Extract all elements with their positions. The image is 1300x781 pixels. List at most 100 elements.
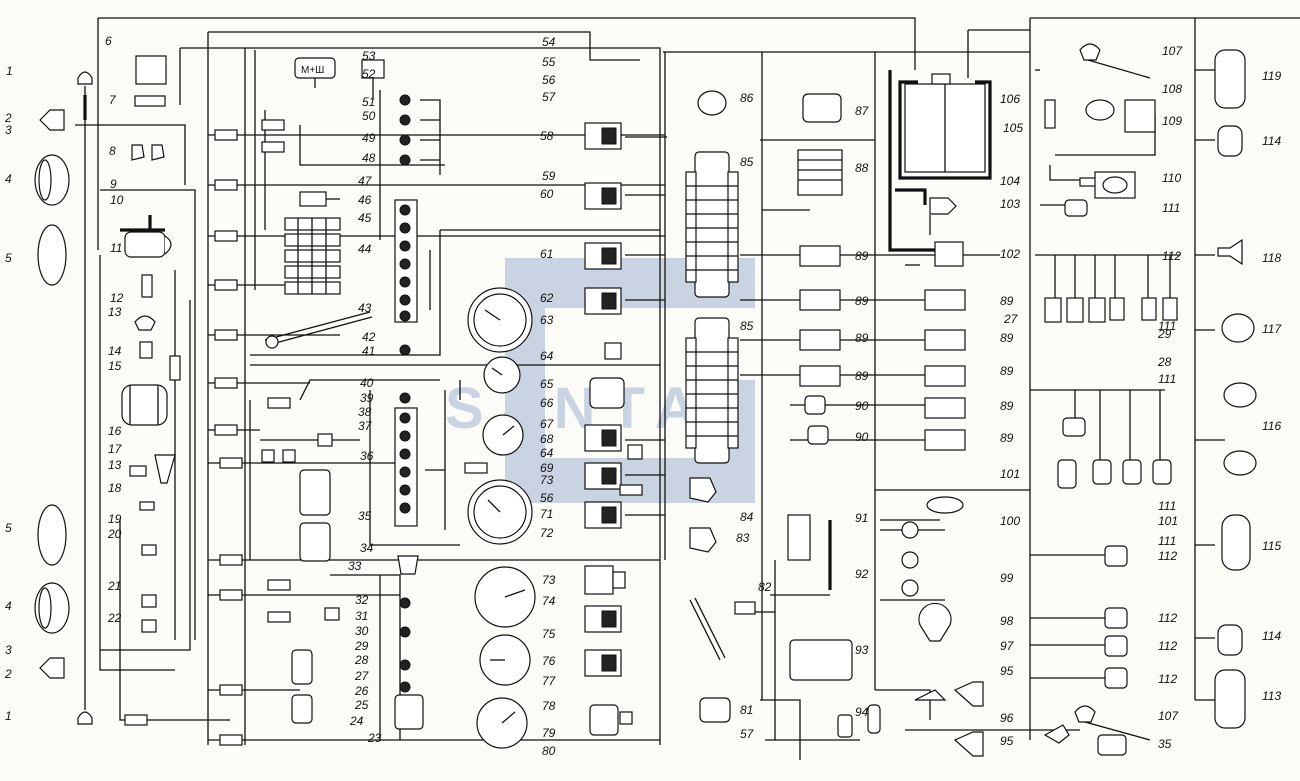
component-label-53: 53 <box>362 49 376 63</box>
component-label-87: 87 <box>855 104 870 118</box>
component-label-51: 51 <box>362 95 375 109</box>
component-label-102: 102 <box>1000 247 1020 261</box>
component-label-14: 14 <box>108 344 122 358</box>
component-label-99: 99 <box>1000 571 1014 585</box>
component-label-54: 54 <box>542 35 556 49</box>
component-label-95: 95 <box>1000 664 1014 678</box>
right-center-components <box>901 73 1127 757</box>
component-label-39: 39 <box>360 391 374 405</box>
component-label-32: 32 <box>355 593 369 607</box>
component-label-86: 86 <box>740 91 754 105</box>
component-label-27: 27 <box>354 669 370 683</box>
component-label-8: 8 <box>109 144 116 158</box>
gauge-74 <box>474 566 536 628</box>
fuse-box-85-lower <box>685 317 739 464</box>
component-label-24: 24 <box>349 714 364 728</box>
component-label-19: 19 <box>108 512 122 526</box>
component-label-112: 112 <box>1158 611 1177 625</box>
right-components <box>1044 43 1257 741</box>
component-label-83: 83 <box>736 531 750 545</box>
component-label-31: 31 <box>355 609 368 623</box>
component-label-46: 46 <box>358 193 372 207</box>
component-label-76: 76 <box>542 654 556 668</box>
component-label-38: 38 <box>358 405 372 419</box>
component-label-30: 30 <box>355 624 369 638</box>
component-label-112: 112 <box>1162 249 1181 263</box>
component-label-101: 101 <box>1158 514 1178 528</box>
component-label-82: 82 <box>758 580 772 594</box>
component-label-111: 111 <box>1162 201 1180 215</box>
component-label-64: 64 <box>540 349 554 363</box>
component-label-93: 93 <box>855 643 869 657</box>
meter-label: М+Ш <box>301 65 324 76</box>
component-label-89: 89 <box>855 294 869 308</box>
component-label-2: 2 <box>4 667 12 681</box>
component-label-33: 33 <box>348 559 362 573</box>
switch-panel <box>464 122 643 736</box>
component-label-47: 47 <box>358 174 373 188</box>
component-label-52: 52 <box>362 67 376 81</box>
component-label-42: 42 <box>362 330 376 344</box>
component-label-100: 100 <box>1000 514 1020 528</box>
left-column-connectors <box>124 119 291 746</box>
component-label-1: 1 <box>6 64 13 78</box>
component-label-5: 5 <box>5 251 12 265</box>
component-label-105: 105 <box>1003 121 1023 135</box>
component-label-69: 69 <box>540 461 554 475</box>
component-label-89: 89 <box>855 249 869 263</box>
component-label-57: 57 <box>542 90 557 104</box>
component-label-43: 43 <box>358 301 372 315</box>
fuse-box-85-upper <box>685 151 739 298</box>
component-label-20: 20 <box>107 527 122 541</box>
component-label-4: 4 <box>5 599 12 613</box>
component-label-50: 50 <box>362 109 376 123</box>
component-label-61: 61 <box>540 247 553 261</box>
component-label-9: 9 <box>110 177 117 191</box>
component-label-26: 26 <box>354 684 369 698</box>
component-label-72: 72 <box>540 526 554 540</box>
component-labels: 1234567891011121314151617131819202122543… <box>4 34 1282 758</box>
component-label-107: 107 <box>1162 44 1183 58</box>
component-label-73: 73 <box>542 573 556 587</box>
component-label-111: 111 <box>1158 372 1176 386</box>
component-label-77: 77 <box>542 674 557 688</box>
component-label-36: 36 <box>360 449 374 463</box>
center-left-components: М+Ш <box>261 57 424 730</box>
component-label-98: 98 <box>1000 614 1014 628</box>
component-label-89: 89 <box>1000 399 1014 413</box>
left-components <box>34 55 291 746</box>
component-label-90: 90 <box>855 399 869 413</box>
center-right-components <box>685 90 966 738</box>
component-label-119: 119 <box>1262 69 1281 83</box>
component-label-109: 109 <box>1162 114 1182 128</box>
component-label-40: 40 <box>360 376 374 390</box>
component-label-91: 91 <box>855 511 868 525</box>
component-label-108: 108 <box>1162 82 1182 96</box>
component-label-59: 59 <box>542 169 556 183</box>
gauge-79 <box>476 697 528 749</box>
gauge-67 <box>482 414 524 456</box>
component-label-13: 13 <box>108 305 122 319</box>
component-label-114: 114 <box>1262 134 1281 148</box>
component-label-67: 67 <box>540 417 555 431</box>
gauge-63 <box>467 287 533 353</box>
component-label-25: 25 <box>354 698 369 712</box>
component-label-111: 111 <box>1158 319 1176 333</box>
component-label-41: 41 <box>362 344 375 358</box>
component-label-94: 94 <box>855 705 869 719</box>
component-label-16: 16 <box>108 424 122 438</box>
component-label-97: 97 <box>1000 639 1015 653</box>
component-label-56: 56 <box>540 491 554 505</box>
component-label-80: 80 <box>542 744 556 758</box>
component-label-81: 81 <box>740 703 753 717</box>
component-label-49: 49 <box>362 131 376 145</box>
component-label-85: 85 <box>740 155 754 169</box>
component-label-95: 95 <box>1000 734 1014 748</box>
component-label-71: 71 <box>540 507 553 521</box>
component-label-73: 73 <box>540 473 554 487</box>
component-label-92: 92 <box>855 567 869 581</box>
component-label-23: 23 <box>367 731 382 745</box>
component-label-103: 103 <box>1000 197 1020 211</box>
component-label-45: 45 <box>358 211 372 225</box>
component-label-56: 56 <box>542 73 556 87</box>
